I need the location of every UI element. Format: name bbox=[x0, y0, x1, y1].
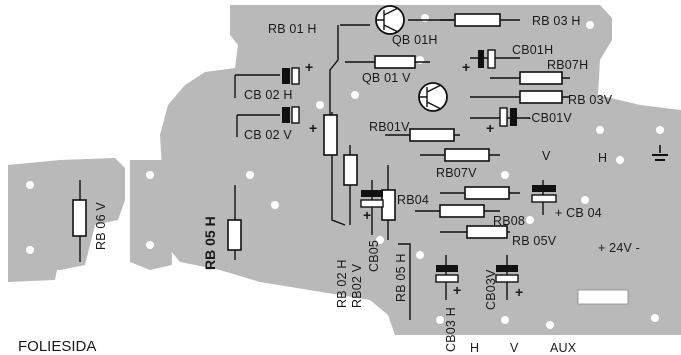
transistor-symbol-qb01h bbox=[375, 5, 405, 35]
label-24v: + 24V - bbox=[598, 241, 640, 255]
resistor-rb02v bbox=[381, 189, 396, 221]
label-rb05h-left: RB 05 H bbox=[202, 216, 218, 270]
label-rb01h: RB 01 H bbox=[268, 22, 317, 36]
resistor-qb01v bbox=[374, 55, 416, 69]
label-rb02v: RB02 V bbox=[350, 263, 364, 308]
label-cb01h: CB01H bbox=[512, 43, 553, 57]
svg-text:+: + bbox=[515, 284, 523, 300]
ground-icon bbox=[652, 145, 668, 161]
label-cb05: CB05 bbox=[367, 240, 381, 272]
capacitor-cb03v bbox=[495, 265, 519, 283]
label-rb05h-mid: RB 05 H bbox=[394, 253, 408, 302]
label-cb02v: CB 02 V bbox=[244, 128, 292, 142]
svg-text:+: + bbox=[486, 120, 494, 136]
label-rb03v: RB 03V bbox=[568, 93, 613, 107]
svg-text:+: + bbox=[305, 59, 313, 75]
capacitor-cb05 bbox=[360, 190, 384, 208]
label-rb06v: RB 06 V bbox=[94, 202, 108, 250]
svg-text:+: + bbox=[309, 120, 317, 136]
label-cb02h: CB 02 H bbox=[244, 88, 293, 102]
label-rb04: RB04 bbox=[397, 193, 429, 207]
capacitor-cb04 bbox=[531, 185, 557, 203]
resistor-rb06v bbox=[72, 199, 87, 237]
label-aux: AUX bbox=[550, 341, 577, 355]
resistor-rb05h-left bbox=[227, 219, 242, 251]
label-v-top: V bbox=[542, 149, 551, 163]
resistor-rb03h bbox=[454, 13, 501, 27]
transistor-symbol-qb01v bbox=[418, 82, 448, 112]
resistor-rb01v bbox=[409, 128, 455, 142]
label-cb03v: CB03V bbox=[484, 269, 498, 310]
resistor-rb05v bbox=[466, 225, 508, 239]
capacitor-cb02v bbox=[282, 106, 300, 124]
label-h-top: H bbox=[598, 151, 607, 165]
capacitor-cb03h bbox=[435, 265, 459, 283]
label-rb07v: RB07V bbox=[436, 166, 477, 180]
label-h-bot: H bbox=[470, 341, 479, 355]
component-labels: RB 01 H QB 01H RB 03 H CB01H RB07H QB 01… bbox=[94, 14, 640, 355]
label-rb05v: RB 05V bbox=[512, 234, 557, 248]
label-rb07h: RB07H bbox=[547, 58, 588, 72]
svg-text:+: + bbox=[453, 282, 461, 298]
label-rb02h: RB 02 H bbox=[335, 259, 349, 308]
svg-text:+: + bbox=[462, 59, 470, 75]
polarity-marks: + + + + + + + bbox=[305, 59, 523, 300]
label-cb04: + CB 04 bbox=[555, 206, 602, 220]
resistor-rb04 bbox=[464, 186, 510, 200]
resistor-rb01h bbox=[323, 114, 338, 156]
resistor-rb03v bbox=[519, 90, 563, 104]
capacitor-cb01v bbox=[499, 107, 517, 127]
label-qb01v: QB 01 V bbox=[362, 71, 411, 85]
label-cb03h: CB03 H bbox=[444, 307, 458, 352]
resistor-rb07v bbox=[444, 148, 490, 162]
diagram-title: FOLIESIDA bbox=[18, 338, 96, 355]
components bbox=[72, 5, 668, 283]
capacitor-cb02h bbox=[282, 67, 300, 85]
capacitor-cb01h bbox=[478, 49, 496, 69]
label-cb01v: -CB01V bbox=[527, 111, 572, 125]
copper-foil-layer bbox=[8, 5, 681, 335]
svg-text:+: + bbox=[363, 207, 371, 223]
label-qb01h: QB 01H bbox=[392, 33, 438, 47]
label-rb01v: RB01V bbox=[369, 120, 410, 134]
label-rb03h: RB 03 H bbox=[532, 14, 581, 28]
resistor-rb08 bbox=[439, 204, 485, 218]
resistor-rb07h bbox=[519, 71, 563, 85]
label-rb08: RB08 bbox=[493, 214, 525, 228]
label-v-bot: V bbox=[510, 341, 519, 355]
resistor-rb02h bbox=[343, 154, 358, 186]
